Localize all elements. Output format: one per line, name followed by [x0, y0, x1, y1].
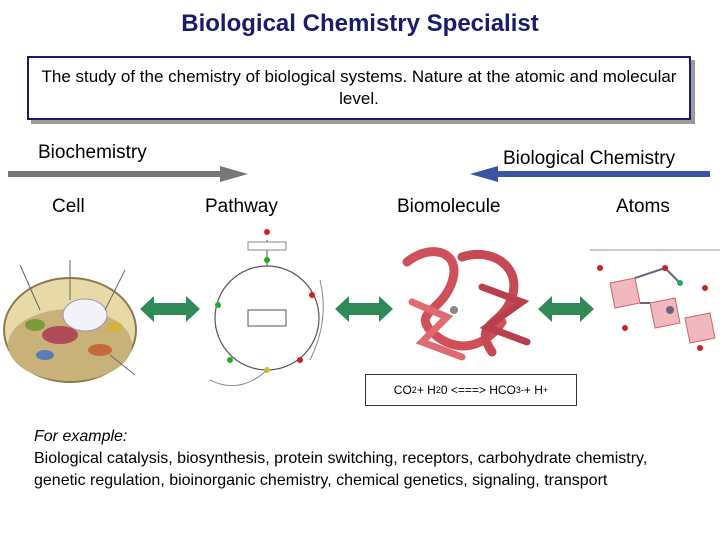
- definition-text: The study of the chemistry of biological…: [41, 67, 677, 108]
- example-block: For example: Biological catalysis, biosy…: [34, 426, 694, 492]
- eq-h-sub: 2: [435, 385, 441, 395]
- level-cell: Cell: [52, 196, 85, 217]
- cell-illustration: [3, 260, 137, 383]
- protein-illustration: [402, 247, 531, 361]
- eq-co-sub: 2: [411, 385, 417, 395]
- example-heading: For example:: [34, 428, 128, 445]
- eq-hco-sup: -: [520, 385, 524, 395]
- biological-chemistry-direction-arrow: [470, 166, 710, 182]
- eq-co: CO: [393, 383, 412, 397]
- double-arrow-biomolecule-atoms: [538, 296, 594, 322]
- eq-water-rest: 0 <===> HCO: [440, 383, 516, 397]
- level-atoms: Atoms: [616, 196, 670, 217]
- eq-hco-sub: 3: [515, 385, 521, 395]
- level-pathway: Pathway: [205, 196, 278, 217]
- atomic-structure-illustration: [590, 249, 720, 351]
- pathway-illustration: [209, 229, 324, 387]
- biological-chemistry-label: Biological Chemistry: [503, 148, 676, 169]
- slide-title: Biological Chemistry Specialist: [181, 10, 539, 37]
- eq-h-sup: +: [542, 385, 549, 395]
- biochemistry-direction-arrow: [8, 166, 248, 182]
- eq-plus-h: + H: [416, 383, 436, 397]
- double-arrow-cell-pathway: [140, 296, 200, 322]
- level-biomolecule: Biomolecule: [397, 196, 501, 217]
- double-arrow-pathway-biomolecule: [335, 296, 393, 322]
- definition-box: The study of the chemistry of biological…: [27, 56, 691, 120]
- biochemistry-label: Biochemistry: [38, 142, 147, 163]
- example-text: Biological catalysis, biosynthesis, prot…: [34, 450, 648, 489]
- eq-plus-h2: + H: [523, 383, 543, 397]
